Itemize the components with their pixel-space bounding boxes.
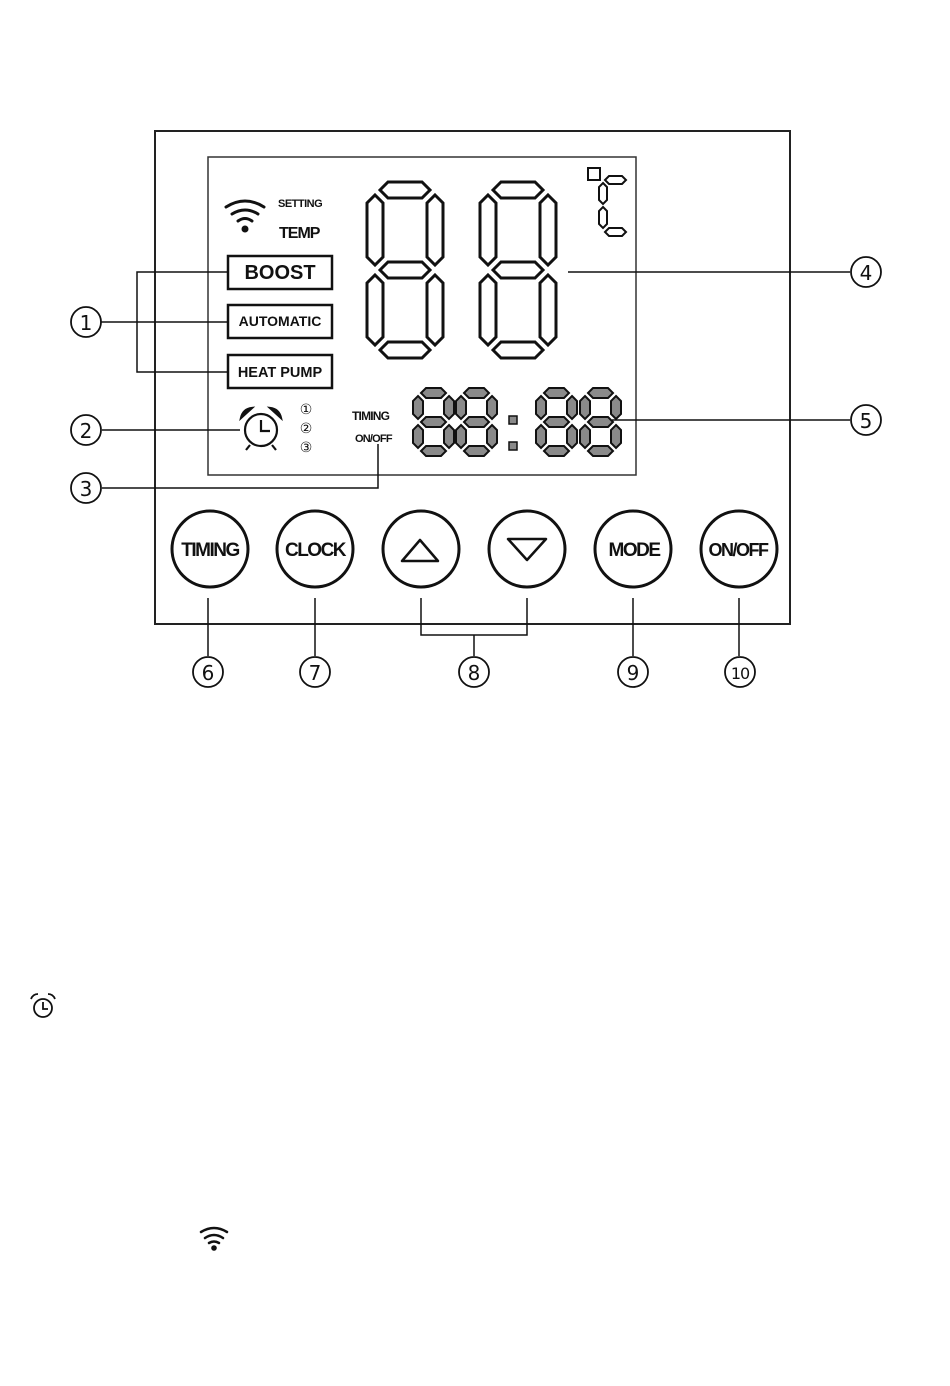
timer-slot-3: ③	[300, 440, 313, 456]
wifi-icon	[201, 1228, 227, 1251]
timing-indicator-label: TIMING	[352, 409, 390, 423]
svg-text:3: 3	[80, 477, 93, 501]
timer-slot-1: ①	[300, 402, 313, 418]
temperature-digits	[367, 182, 556, 358]
clock-button-label: CLOCK	[285, 540, 347, 561]
mode-button[interactable]: MODE	[595, 511, 671, 587]
leader-lines	[100, 272, 850, 656]
onoff-button-label: ON/OFF	[709, 540, 769, 560]
timing-button[interactable]: TIMING	[172, 511, 248, 587]
clock-digits	[413, 388, 621, 456]
callout-2: 2	[71, 415, 101, 445]
callout-8: 8	[459, 657, 489, 687]
down-button[interactable]	[489, 511, 565, 587]
svg-text:1: 1	[80, 311, 93, 335]
temp-label: TEMP	[279, 225, 321, 242]
callout-6: 6	[193, 657, 223, 687]
up-button[interactable]	[383, 511, 459, 587]
svg-text:10: 10	[731, 664, 750, 683]
automatic-label: AUTOMATIC	[239, 313, 322, 329]
timing-button-label: TIMING	[181, 540, 239, 561]
svg-text:4: 4	[860, 261, 873, 285]
onoff-button[interactable]: ON/OFF	[701, 511, 777, 587]
callout-1: 1	[71, 307, 101, 337]
onoff-indicator-label: ON/OFF	[355, 433, 393, 445]
alarm-clock-icon	[31, 994, 55, 1017]
heat-pump-label: HEAT PUMP	[238, 365, 323, 381]
svg-text:2: 2	[80, 419, 93, 443]
svg-text:8: 8	[468, 661, 481, 685]
clock-button[interactable]: CLOCK	[277, 511, 353, 587]
celsius-indicator	[588, 168, 626, 236]
svg-text:9: 9	[627, 661, 640, 685]
svg-text:7: 7	[309, 661, 322, 685]
callout-10: 10	[725, 657, 755, 687]
mode-button-label: MODE	[609, 540, 661, 561]
setting-label: SETTING	[278, 198, 322, 210]
alarm-clock-icon	[241, 408, 281, 450]
wifi-icon	[226, 201, 264, 233]
svg-text:6: 6	[202, 661, 215, 685]
callout-7: 7	[300, 657, 330, 687]
callout-4: 4	[851, 257, 881, 287]
svg-text:5: 5	[860, 409, 873, 433]
timer-slot-2: ②	[300, 421, 313, 437]
boost-label: BOOST	[244, 262, 315, 284]
callout-5: 5	[851, 405, 881, 435]
callout-3: 3	[71, 473, 101, 503]
callout-9: 9	[618, 657, 648, 687]
